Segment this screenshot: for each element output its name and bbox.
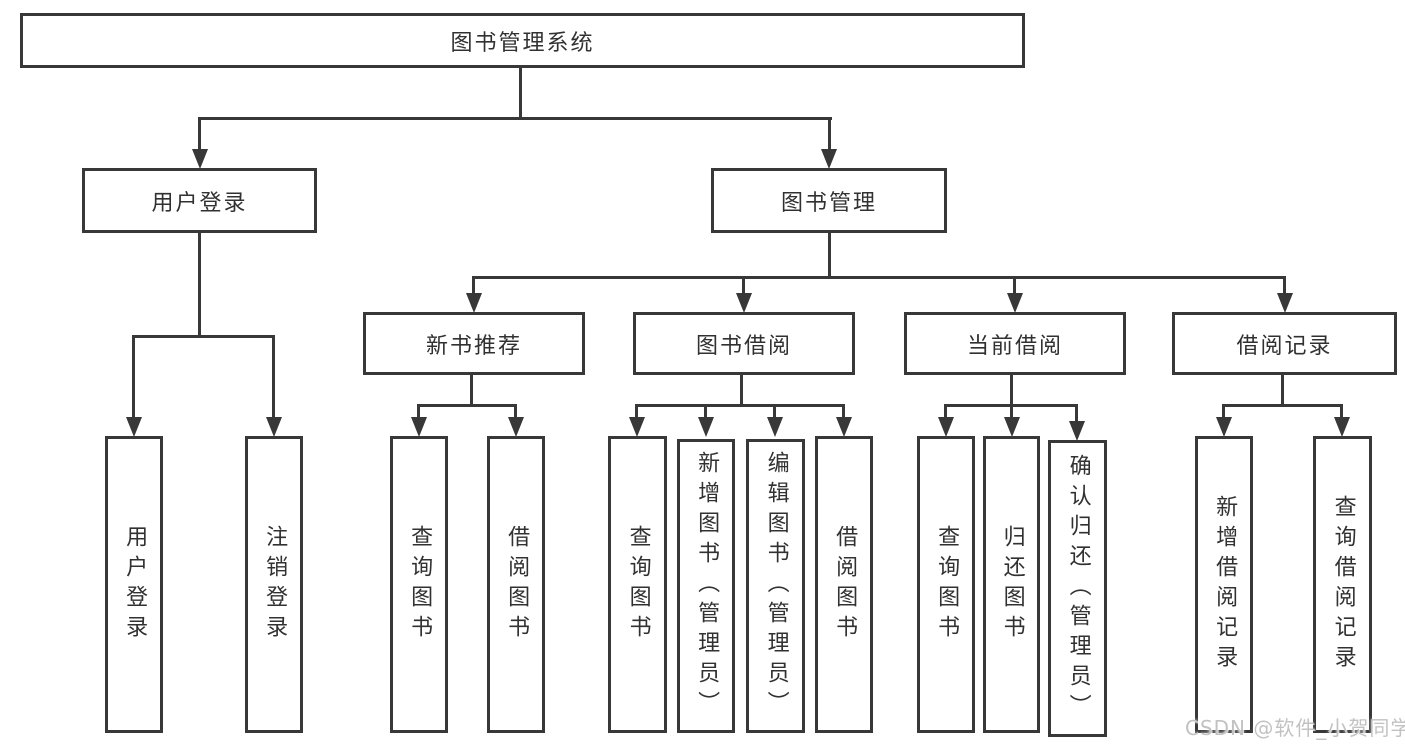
connector-line — [198, 117, 201, 153]
arrow-down-icon — [466, 293, 482, 313]
node-library-management-system: 图书管理系统 — [20, 13, 1025, 68]
leaf-user-login: 用户登录 — [105, 436, 163, 733]
leaf-label: 新增图书（管理员） — [694, 451, 720, 721]
connector-line — [773, 404, 776, 420]
connector-line — [473, 276, 1286, 279]
arrow-down-icon — [508, 417, 524, 437]
connector-line — [199, 117, 832, 120]
arrow-down-icon — [938, 417, 954, 437]
node-user-login: 用户登录 — [82, 168, 317, 233]
arrow-down-icon — [821, 149, 837, 169]
leaf-edit-books-admin: 编辑图书（管理员） — [746, 439, 805, 733]
leaf-add-borrow-record: 新增借阅记录 — [1195, 436, 1253, 733]
connector-line — [1224, 404, 1343, 407]
connector-line — [635, 404, 638, 420]
node-label: 用户登录 — [151, 190, 248, 216]
connector-line — [470, 374, 473, 407]
leaf-query-books-current: 查询图书 — [917, 436, 975, 733]
connector-line — [1010, 374, 1013, 407]
leaf-logout: 注销登录 — [245, 436, 303, 733]
connector-line — [828, 117, 831, 153]
arrow-down-icon — [411, 417, 427, 437]
connector-line — [417, 404, 420, 420]
leaf-label: 用户登录 — [122, 524, 148, 645]
leaf-add-books-admin: 新增图书（管理员） — [677, 439, 735, 733]
arrow-down-icon — [1277, 293, 1293, 313]
connector-line — [1340, 404, 1343, 420]
node-label: 新书推荐 — [425, 333, 522, 359]
arrow-down-icon — [698, 417, 714, 437]
arrow-down-icon — [266, 417, 282, 437]
leaf-label: 注销登录 — [262, 524, 288, 645]
arrow-down-icon — [1004, 417, 1020, 437]
arrow-down-icon — [836, 417, 852, 437]
arrow-down-icon — [126, 417, 142, 437]
connector-line — [1283, 276, 1286, 296]
connector-line — [742, 276, 745, 296]
leaf-label: 确认归还（管理员） — [1065, 453, 1091, 724]
node-label: 当前借阅 — [966, 333, 1063, 359]
arrow-down-icon — [192, 149, 208, 169]
connector-line — [1281, 374, 1284, 407]
arrow-down-icon — [629, 417, 645, 437]
connector-line — [133, 335, 275, 338]
connector-line — [637, 404, 845, 407]
connector-line — [828, 233, 831, 278]
leaf-query-books-borrow: 查询图书 — [608, 436, 667, 733]
connector-line — [419, 404, 517, 407]
arrow-down-icon — [1216, 417, 1232, 437]
leaf-label: 归还图书 — [999, 524, 1025, 645]
leaf-label: 新增借阅记录 — [1212, 494, 1238, 675]
arrow-down-icon — [736, 293, 752, 313]
node-label: 图书借阅 — [695, 333, 792, 359]
node-label: 图书管理系统 — [450, 30, 595, 56]
leaf-query-books-recommend: 查询图书 — [390, 436, 448, 733]
leaf-confirm-return-admin: 确认归还（管理员） — [1048, 440, 1107, 737]
leaf-label: 查询借阅记录 — [1330, 494, 1356, 675]
leaf-return-books: 归还图书 — [983, 436, 1040, 733]
node-borrow-records: 借阅记录 — [1172, 312, 1397, 375]
node-label: 借阅记录 — [1236, 333, 1333, 359]
connector-line — [1222, 404, 1225, 420]
connector-line — [842, 404, 845, 420]
leaf-label: 查询图书 — [934, 524, 960, 645]
node-book-borrow: 图书借阅 — [633, 312, 855, 375]
connector-line — [198, 233, 201, 337]
leaf-label: 查询图书 — [625, 524, 651, 645]
leaf-label: 编辑图书（管理员） — [763, 451, 789, 721]
arrow-down-icon — [1334, 417, 1350, 437]
connector-line — [272, 335, 275, 419]
connector-line — [1013, 276, 1016, 296]
leaf-label: 借阅图书 — [832, 524, 858, 645]
csdn-watermark: CSDN @软件_小贺同学 — [1185, 716, 1405, 740]
node-label: 图书管理 — [780, 190, 877, 216]
leaf-label: 查询图书 — [407, 524, 433, 645]
node-new-book-recommend: 新书推荐 — [363, 312, 585, 375]
arrow-down-icon — [767, 417, 783, 437]
connector-line — [944, 404, 947, 420]
connector-line — [1010, 404, 1013, 420]
connector-line — [472, 276, 475, 296]
connector-line — [514, 404, 517, 420]
connector-line — [519, 68, 522, 120]
leaf-query-borrow-record: 查询借阅记录 — [1313, 436, 1372, 733]
connector-line — [1075, 404, 1078, 424]
leaf-label: 借阅图书 — [504, 524, 530, 645]
leaf-borrow-books: 借阅图书 — [815, 436, 873, 733]
arrow-down-icon — [1069, 421, 1085, 441]
arrow-down-icon — [1007, 293, 1023, 313]
leaf-borrow-books-recommend: 借阅图书 — [487, 436, 545, 733]
connector-line — [740, 374, 743, 407]
connector-line — [704, 404, 707, 420]
node-book-management: 图书管理 — [711, 168, 947, 233]
connector-line — [132, 335, 135, 419]
node-current-borrow: 当前借阅 — [904, 312, 1126, 375]
